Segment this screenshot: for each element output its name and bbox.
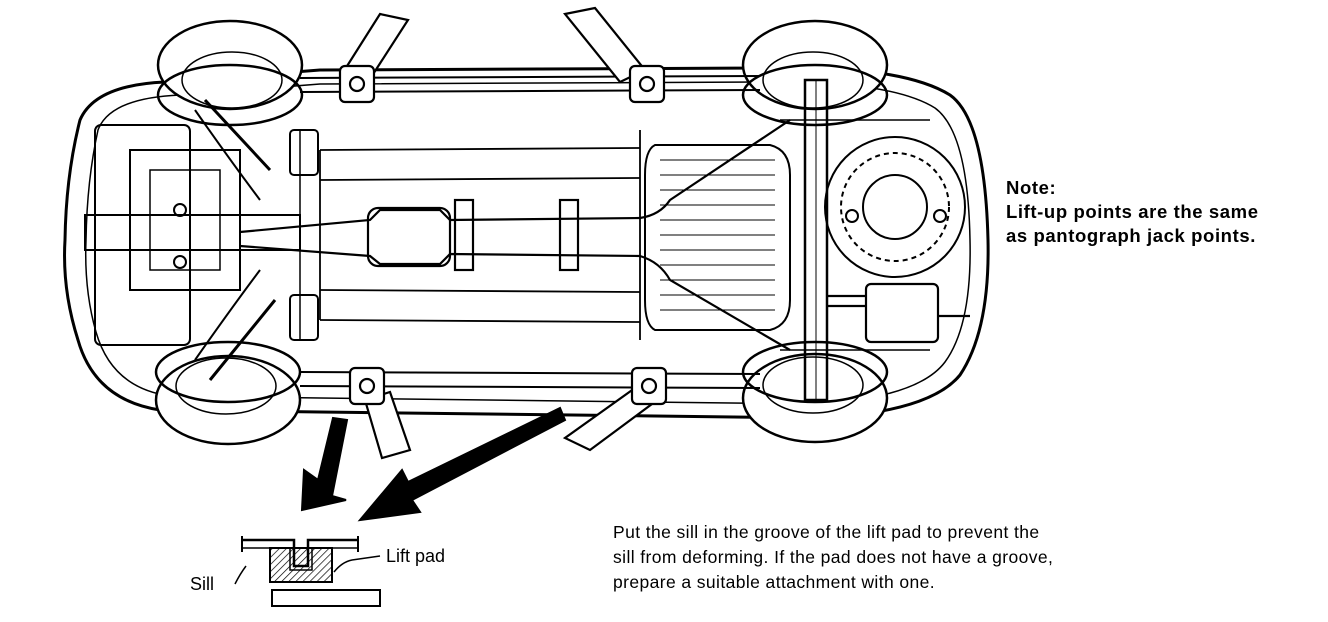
arrow-rear-lift-point [357,406,567,522]
rear-axle [803,78,829,402]
note-line-1: Lift-up points are the same [1006,201,1259,222]
jack-arm-front-left [338,12,410,104]
note-heading: Note: [1006,177,1057,198]
instruction-line-3: prepare a suitable attachment with one. [613,572,936,592]
floor-pan [319,130,641,340]
arrow-front-lift-point [300,416,349,512]
note-box: Note: Lift-up points are the same as pan… [1006,176,1324,248]
jack-arm-rear-right [562,366,668,452]
instruction-line-1: Put the sill in the groove of the lift p… [613,522,1040,542]
rear-left-tire [741,19,889,127]
rear-right-tire [741,340,889,444]
sill-profile [242,538,358,568]
spare-tire [824,136,966,278]
front-left-tire [156,19,304,127]
fuel-tank [644,144,791,331]
engine-compartment [84,98,319,381]
instruction-line-2: sill from deforming. If the pad does not… [613,547,1054,567]
instruction-text: Put the sill in the groove of the lift p… [613,520,1313,595]
sill-label: Sill [190,574,215,594]
lift-pad-detail [234,536,381,607]
lift-pad-label: Lift pad [386,546,446,566]
rear-muffler [826,282,970,344]
jack-arm-front-right [348,366,412,460]
jack-arm-rear-left [563,6,666,104]
note-line-2: as pantograph jack points. [1006,225,1256,246]
lift-platform [271,589,381,607]
